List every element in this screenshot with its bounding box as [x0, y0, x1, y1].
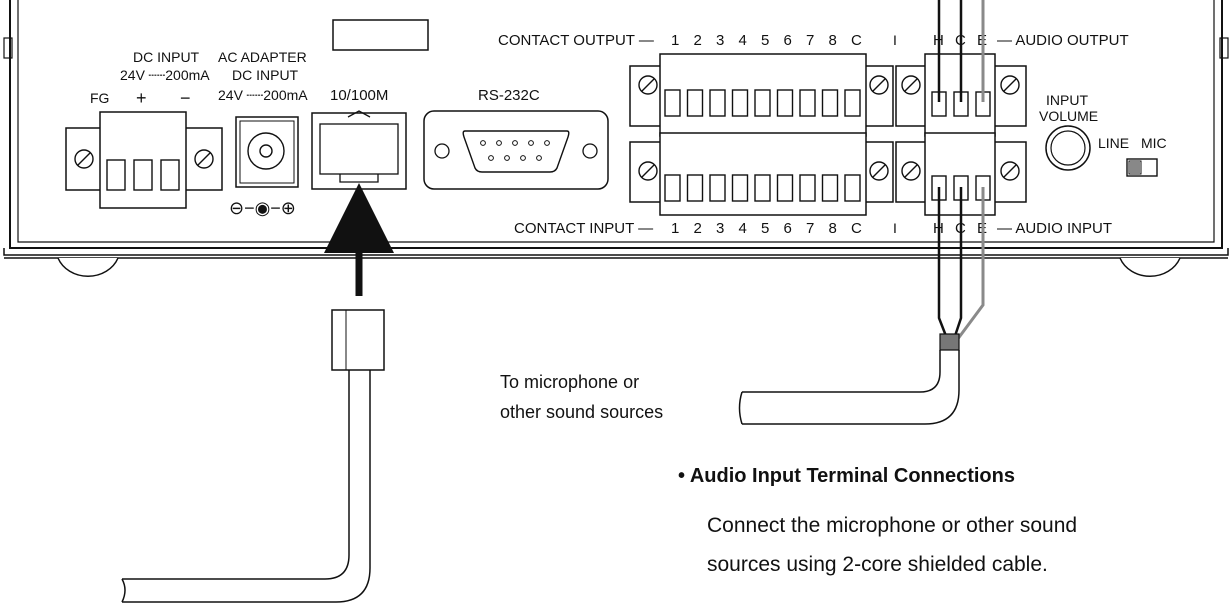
contact-output-label: CONTACT OUTPUT — [498, 32, 654, 49]
terminal-slot[interactable] [799, 89, 816, 117]
dc-input-terminal-block[interactable] [65, 111, 223, 209]
terminal-slot[interactable] [686, 89, 704, 117]
terminal-slot[interactable] [709, 89, 726, 117]
terminal-slot[interactable] [754, 174, 771, 202]
pin-label: 4 [739, 32, 747, 49]
switch-line-label: LINE [1098, 135, 1129, 151]
dc-input-title: DC INPUT [133, 49, 200, 65]
ac-adapter-rating: 24V ┄┄200mA [218, 87, 308, 103]
contact-output-terminal[interactable] [629, 53, 894, 137]
polarity-symbol: ⊖−◉−⊕ [229, 198, 296, 218]
pin-label: 2 [694, 32, 702, 49]
terminal-slot[interactable] [754, 89, 771, 117]
switch-mic-label: MIC [1141, 135, 1167, 151]
contact-input-terminal[interactable] [629, 132, 894, 216]
dc-jack[interactable] [235, 116, 299, 188]
section-heading: • Audio Input Terminal Connections [678, 465, 1015, 487]
section-body-line1: Connect the microphone or other sound [707, 514, 1078, 537]
terminal-slot[interactable] [709, 174, 726, 202]
lan-port[interactable] [311, 110, 407, 190]
pin-label: 2 [694, 220, 702, 237]
pin-label: C [851, 32, 862, 49]
contact-input-label: CONTACT INPUT — [514, 220, 653, 237]
pin-label: 8 [829, 220, 837, 237]
terminal-slot[interactable] [686, 174, 704, 202]
pin-label: 5 [761, 32, 769, 49]
terminal-slot[interactable] [844, 174, 861, 202]
audio-input-label: — AUDIO INPUT [997, 220, 1112, 237]
lan-cable [121, 183, 394, 603]
separator-bottom: I [893, 220, 897, 236]
lan-port-label: 10/100M [330, 87, 388, 104]
rubber-foot-right [1119, 257, 1181, 277]
serial-port[interactable] [423, 110, 609, 190]
audio-output-wires [937, 0, 985, 102]
terminal-slot[interactable] [731, 174, 749, 202]
screw-hole-icon [434, 143, 450, 159]
pin-label: 3 [716, 32, 724, 49]
chassis [3, 0, 1229, 259]
audio-output-label: — AUDIO OUTPUT [997, 32, 1129, 49]
terminal-slot[interactable] [731, 89, 749, 117]
terminal-slot[interactable] [776, 89, 794, 117]
line-mic-switch[interactable] [1126, 158, 1158, 177]
separator-top: I [893, 32, 897, 48]
input-volume-label-1: INPUT [1046, 92, 1088, 108]
terminal-slot[interactable] [799, 174, 816, 202]
pin-label: 6 [784, 220, 792, 237]
pin-label: 6 [784, 32, 792, 49]
input-volume-label-2: VOLUME [1039, 108, 1098, 124]
pin-label: 1 [671, 32, 679, 49]
pin-label: 1 [671, 220, 679, 237]
dc-input-rating: 24V ┄┄200mA [120, 67, 210, 83]
terminal-slot[interactable] [664, 89, 681, 117]
terminal-slot[interactable] [664, 174, 681, 202]
serial-port-label: RS-232C [478, 87, 540, 104]
screw-hole-icon [582, 143, 598, 159]
terminal-slot[interactable] [821, 89, 839, 117]
rj45-plug-icon [331, 309, 385, 371]
rubber-foot-left [57, 257, 119, 277]
pin-label: 3 [716, 220, 724, 237]
section-body-line2: sources using 2-core shielded cable. [707, 553, 1048, 576]
fg-label: FG [90, 90, 109, 106]
plus-label: + [136, 88, 147, 108]
input-volume-knob[interactable] [1045, 125, 1091, 171]
ac-adapter-subtitle: DC INPUT [232, 67, 299, 83]
pin-label: 4 [739, 220, 747, 237]
terminal-slot[interactable] [844, 89, 861, 117]
terminal-slot[interactable] [776, 174, 794, 202]
label-window [332, 19, 429, 51]
terminal-slot[interactable] [821, 174, 839, 202]
pin-label: 8 [829, 32, 837, 49]
audio-input-cable [738, 187, 985, 425]
pin-label: C [851, 220, 862, 237]
minus-label: − [180, 88, 191, 108]
pin-label: 7 [806, 32, 814, 49]
ac-adapter-title: AC ADAPTER [218, 49, 307, 65]
pin-label: 7 [806, 220, 814, 237]
mic-cable-label-line2: other sound sources [500, 402, 664, 422]
cable-sleeve [939, 333, 960, 351]
mic-cable-label-line1: To microphone or [500, 372, 640, 392]
pin-label: 5 [761, 220, 769, 237]
